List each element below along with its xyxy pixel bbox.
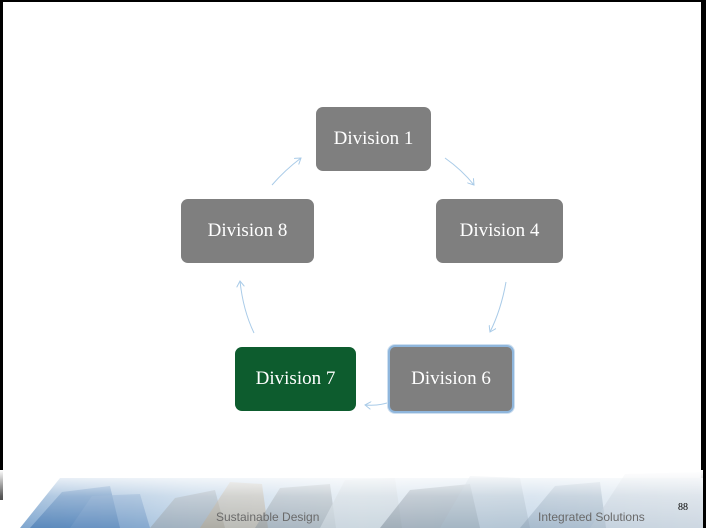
left-border (0, 0, 3, 500)
node-division-6[interactable]: Division 6 (388, 345, 514, 413)
node-division-8-label: Division 8 (207, 220, 288, 241)
node-division-1[interactable]: Division 1 (316, 107, 431, 171)
arrow-division-4-to-division-6 (490, 281, 507, 332)
arrow-division-8-to-division-1 (271, 158, 301, 186)
footer-left-text: Sustainable Design (216, 510, 320, 524)
page-number: 88 (678, 502, 688, 513)
right-border (701, 0, 703, 528)
node-division-6-label: Division 6 (411, 368, 491, 389)
node-division-1-label: Division 1 (333, 128, 414, 149)
node-division-4-label: Division 4 (459, 220, 540, 241)
arrow-division-1-to-division-4 (444, 157, 474, 185)
footer-banner-image (0, 470, 703, 528)
arrow-division-6-to-division-7 (365, 403, 388, 405)
node-division-8[interactable]: Division 8 (181, 199, 314, 263)
node-division-7-label: Division 7 (255, 368, 336, 389)
node-division-4[interactable]: Division 4 (436, 199, 563, 263)
footer-right-text: Integrated Solutions (538, 510, 645, 524)
arrow-division-7-to-division-8 (240, 281, 255, 334)
node-division-7[interactable]: Division 7 (235, 347, 356, 411)
top-border (0, 0, 703, 2)
